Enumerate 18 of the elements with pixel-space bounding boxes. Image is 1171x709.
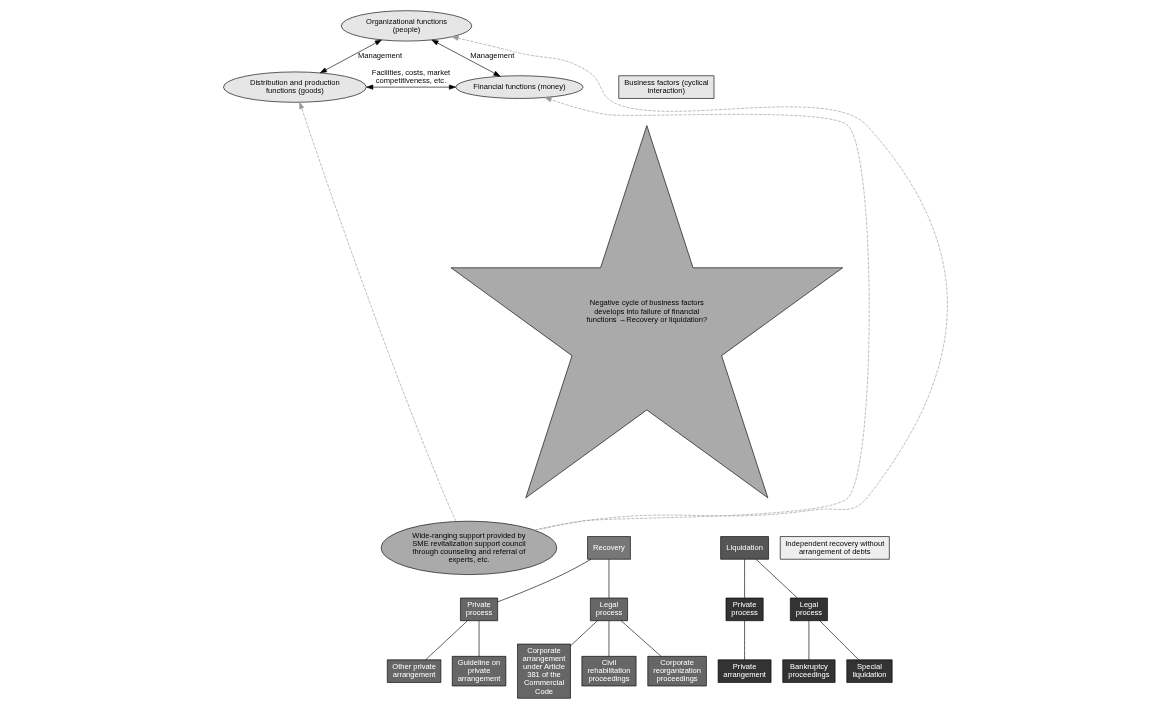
connector: [744, 558, 745, 599]
connector: [808, 620, 810, 661]
arrow: [299, 101, 457, 522]
connector: [425, 620, 468, 661]
connector: [478, 620, 480, 657]
connector: [620, 620, 662, 657]
connector: [570, 620, 598, 647]
connector: [608, 620, 610, 657]
connector: [497, 559, 592, 603]
arrow: [451, 35, 948, 531]
connector: [744, 620, 745, 661]
arrow: [319, 39, 382, 74]
arrow: [534, 97, 870, 531]
connector: [819, 620, 860, 661]
connector: [755, 558, 798, 599]
arrow: [366, 84, 456, 90]
connector: [608, 558, 610, 599]
arrow: [431, 39, 501, 77]
